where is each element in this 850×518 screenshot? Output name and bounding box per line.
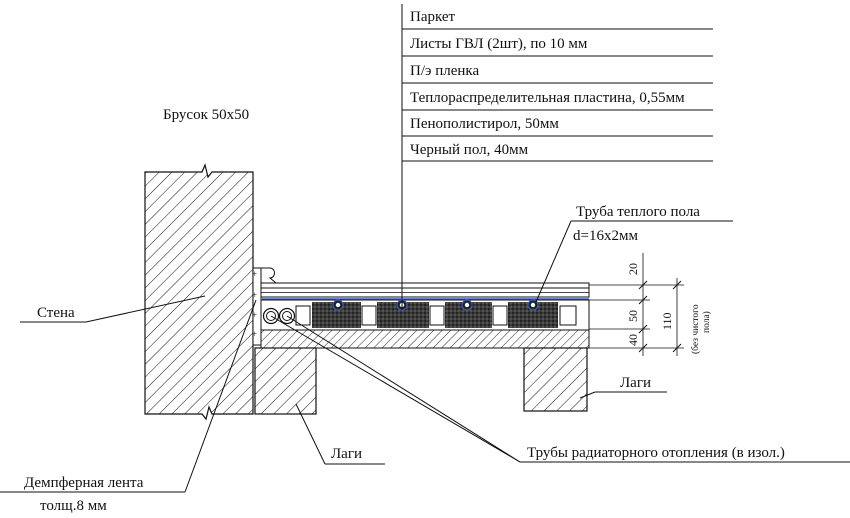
damper-leader bbox=[184, 299, 257, 493]
layer-parquet: Паркет bbox=[410, 9, 456, 25]
label-joist-left: Лаги bbox=[331, 446, 362, 462]
label-joist-right: Лаги bbox=[620, 375, 651, 391]
dim-50: 50 bbox=[626, 310, 640, 322]
damper-mark-2: + bbox=[252, 290, 257, 300]
joist-left-leader bbox=[295, 403, 326, 465]
dim-110: 110 bbox=[660, 312, 674, 330]
floor-layers bbox=[260, 282, 590, 349]
label-wall: Стена bbox=[37, 305, 75, 321]
layer-gvl: Листы ГВЛ (2шт), по 10 мм bbox=[410, 36, 588, 52]
damper-mark-3: + bbox=[252, 310, 257, 320]
wall bbox=[144, 163, 254, 421]
label-bar: Брусок 50х50 bbox=[163, 107, 249, 123]
layer-eps: Пенополистирол, 50мм bbox=[410, 116, 559, 132]
joist-right-leader bbox=[579, 391, 596, 399]
label-pipe-size: d=16х2мм bbox=[573, 228, 638, 244]
dim-note-line2: пола) bbox=[701, 311, 712, 333]
layer-pe-film: П/э пленка bbox=[410, 63, 479, 79]
label-damper-line2: толщ.8 мм bbox=[40, 498, 107, 514]
label-pipe-title: Труба теплого пола bbox=[576, 204, 700, 220]
dim-40: 40 bbox=[626, 334, 640, 346]
dimension-lines bbox=[589, 253, 684, 356]
damper-mark-4: + bbox=[252, 329, 257, 339]
wall-leader bbox=[85, 295, 206, 323]
damper-mark-1: + bbox=[252, 269, 257, 279]
pipe-leader bbox=[535, 220, 572, 303]
radiator-leader-2 bbox=[286, 315, 521, 463]
floor-heating-pipes bbox=[332, 299, 539, 311]
joist-left bbox=[254, 347, 317, 415]
dim-20: 20 bbox=[626, 263, 640, 275]
label-damper-line1: Демпферная лента bbox=[24, 475, 144, 491]
layer-callout: Паркет Листы ГВЛ (2шт), по 10 мм П/э пле… bbox=[401, 4, 713, 310]
joist-right bbox=[523, 347, 588, 412]
label-radiator-pipes: Трубы радиаторного отопления (в изол.) bbox=[527, 445, 785, 461]
dim-note-line1: (без чистого bbox=[690, 304, 701, 354]
radiator-leader-1 bbox=[270, 315, 521, 463]
layer-heat-plate: Теплораспределительная пластина, 0,55мм bbox=[410, 90, 685, 106]
layer-subfloor: Черный пол, 40мм bbox=[410, 142, 529, 158]
